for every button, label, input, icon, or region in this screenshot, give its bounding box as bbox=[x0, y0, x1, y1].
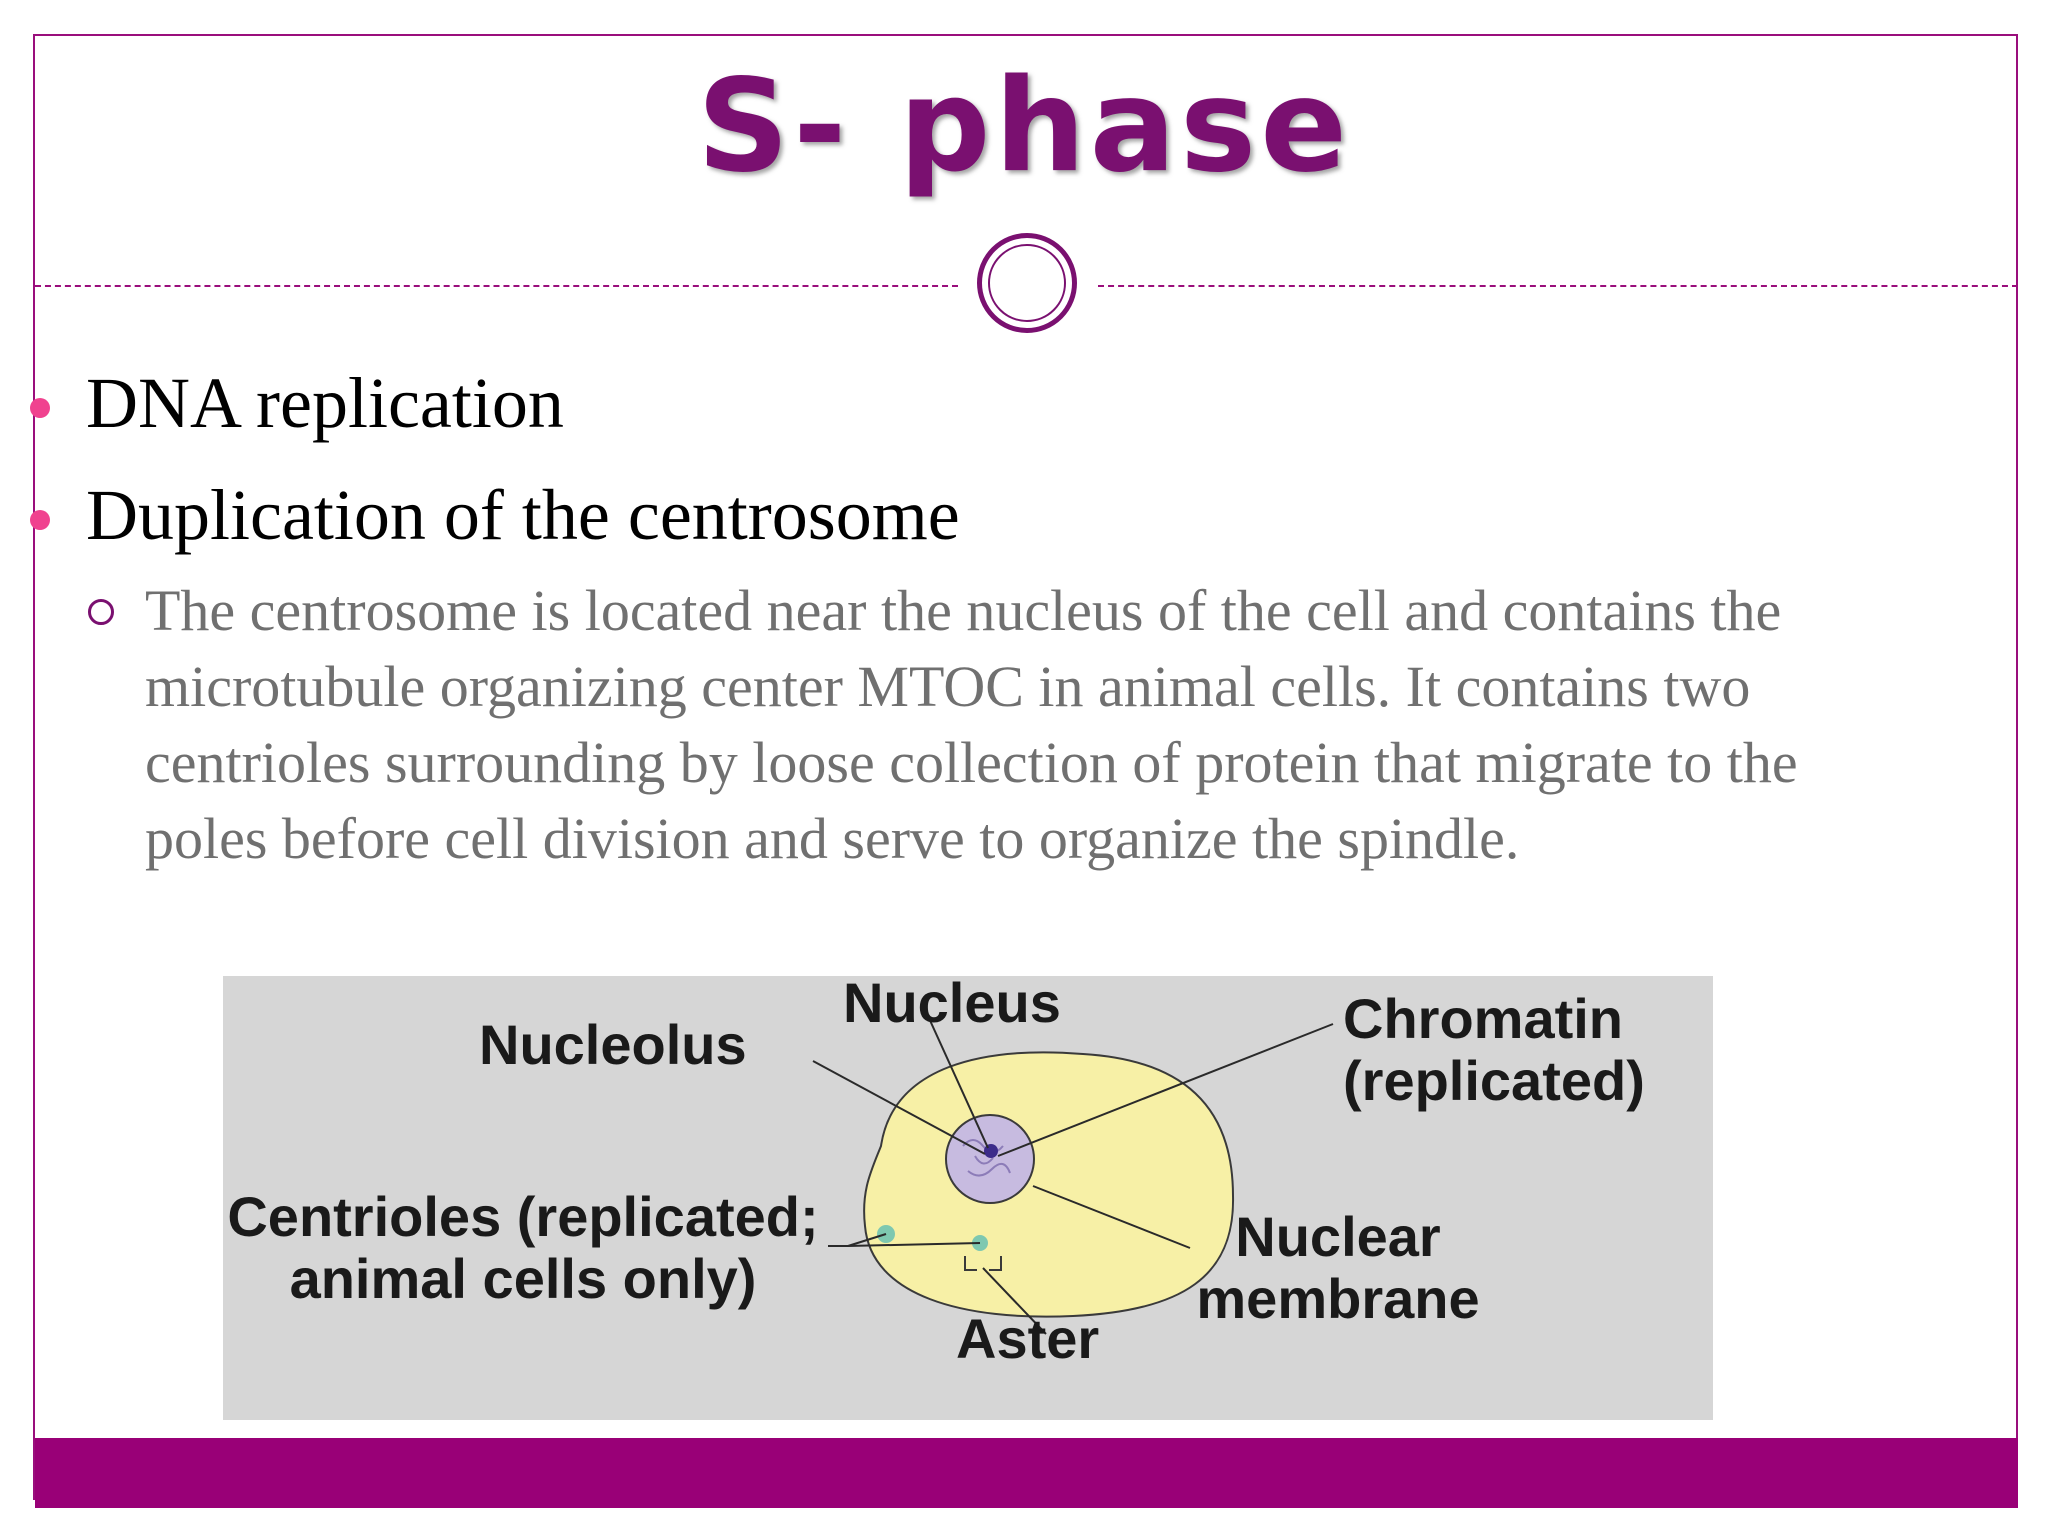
label-nucleus: Nucleus bbox=[843, 971, 1061, 1034]
divider-ring-ornament bbox=[977, 233, 1077, 333]
label-centrioles: Centrioles (replicated; animal cells onl… bbox=[227, 1185, 819, 1310]
footer-bar bbox=[35, 1438, 2018, 1508]
bullet-dna-replication: DNA replication bbox=[86, 363, 564, 443]
label-chromatin: Chromatin (replicated) bbox=[1343, 987, 1645, 1112]
bullet-dot-icon bbox=[30, 398, 50, 418]
aster-bracket bbox=[964, 1256, 1002, 1271]
cell-body bbox=[863, 1051, 1235, 1318]
title-divider-left bbox=[35, 285, 958, 287]
title-divider-right bbox=[1098, 285, 2018, 287]
label-nuclear-membrane: Nuclear membrane bbox=[1196, 1205, 1480, 1330]
slide-title: S- phase bbox=[697, 52, 1351, 201]
nucleus-shape bbox=[945, 1114, 1035, 1204]
label-nucleolus: Nucleolus bbox=[479, 1013, 747, 1076]
sub-bullet-ring-icon bbox=[88, 599, 114, 625]
centrosome-description: The centrosome is located near the nucle… bbox=[145, 578, 1798, 871]
label-aster: Aster bbox=[956, 1307, 1100, 1370]
bullet-centrosome-duplication: Duplication of the centrosome bbox=[86, 475, 960, 555]
leader-lines bbox=[812, 1015, 1334, 1335]
cell-diagram: Nucleus Nucleolus Chromatin (replicated)… bbox=[223, 972, 1713, 1420]
cell-diagram-drawing bbox=[812, 1015, 1334, 1335]
bullet-dot-icon bbox=[30, 510, 50, 530]
